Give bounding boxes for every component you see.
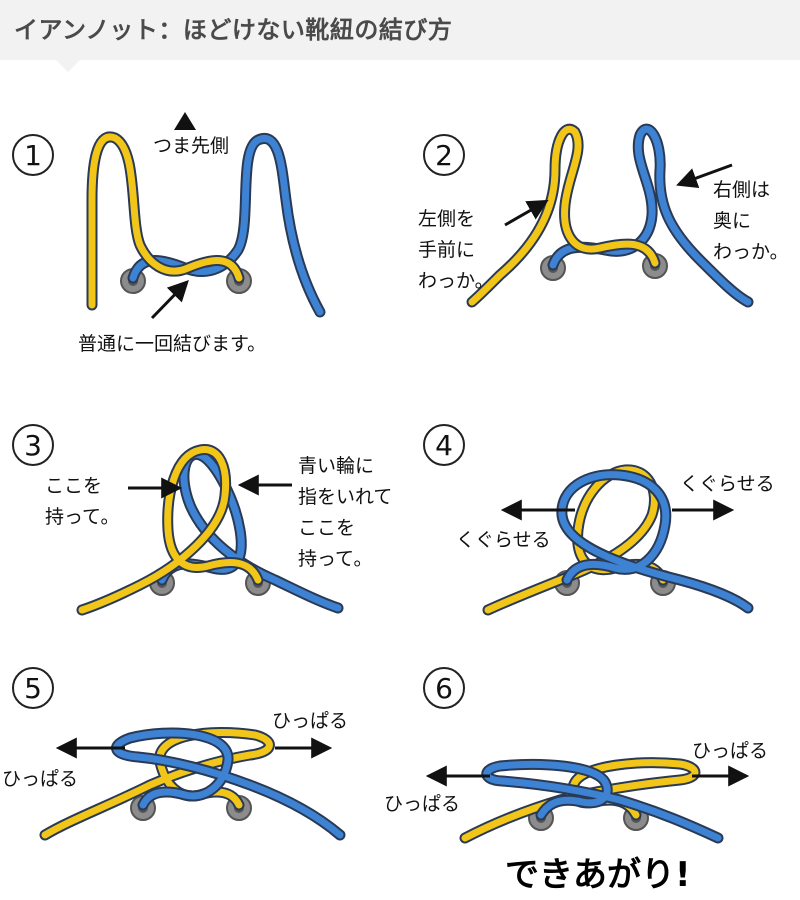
step-3: 3 ここを 持って。 青い輪に 指をいれて ここを 持って。	[12, 424, 392, 616]
label-right-4: 持って。	[298, 548, 372, 570]
label-pull-right: ひっぱる	[272, 710, 348, 732]
label-right-1: 青い輪に	[298, 455, 374, 477]
pointer-arrow-right	[676, 163, 733, 189]
label-left-1: ここを	[45, 475, 102, 497]
step-5: 5 ひっぱる ひっぱる	[2, 667, 348, 841]
lace-blue	[127, 133, 326, 318]
label-right-2: 奥に	[713, 210, 751, 232]
label-pull-right: ひっぱる	[692, 740, 768, 762]
lace-yellow	[466, 123, 661, 308]
header-bar: イアンノット：ほどけない靴紐の結び方	[0, 0, 800, 60]
step-4: 4 くぐらせる くぐらせる	[423, 424, 775, 616]
pointer-arrow-left	[504, 199, 549, 227]
pointer-arrow	[150, 279, 189, 320]
step-number-circle	[423, 667, 465, 709]
label-left-2: 手前に	[418, 239, 475, 261]
step-number: 5	[24, 672, 42, 705]
step-number: 4	[435, 429, 453, 462]
toe-direction-icon	[174, 112, 196, 130]
label-pull-left: ひっぱる	[2, 768, 78, 790]
lace-blue	[111, 727, 346, 841]
lace-blue	[556, 469, 754, 614]
label-complete: できあがり!	[505, 855, 691, 895]
label-tie-once: 普通に一回結びます。	[78, 333, 266, 355]
step-number-circle	[423, 134, 465, 176]
label-right-3: ここを	[298, 517, 355, 539]
step-number: 1	[24, 139, 42, 172]
label-thread-through-left: くぐらせる	[456, 529, 551, 551]
step-number: 6	[435, 672, 453, 705]
step-number: 3	[24, 429, 42, 462]
label-right-3: わっか。	[713, 241, 789, 263]
label-left-2: 持って。	[45, 506, 119, 528]
step-number-circle	[12, 667, 54, 709]
step-6: 6 ひっぱる ひっぱる できあがり!	[384, 667, 768, 895]
label-thread-through-right: くぐらせる	[680, 473, 775, 495]
lace-blue	[481, 758, 724, 844]
step-number-circle	[12, 134, 54, 176]
step-2: 2 左側を 手前に わっか。 右側は 奥に わっか。	[418, 123, 789, 308]
page-title: イアンノット：ほどけない靴紐の結び方	[14, 16, 453, 44]
label-right-1: 右側は	[713, 179, 770, 201]
step-1: 1 つま先側 普通に一回結びます。	[12, 112, 326, 355]
step-number: 2	[435, 139, 453, 172]
step-number-circle	[12, 424, 54, 466]
label-left-3: わっか。	[418, 270, 494, 292]
step-number-circle	[423, 424, 465, 466]
label-toe-side: つま先側	[153, 135, 229, 157]
header-notch	[56, 60, 80, 72]
lace-yellow	[86, 131, 245, 311]
label-right-2: 指をいれて	[298, 486, 392, 508]
label-left-1: 左側を	[418, 208, 475, 230]
label-pull-left: ひっぱる	[384, 793, 460, 815]
lace-yellow	[76, 444, 264, 616]
